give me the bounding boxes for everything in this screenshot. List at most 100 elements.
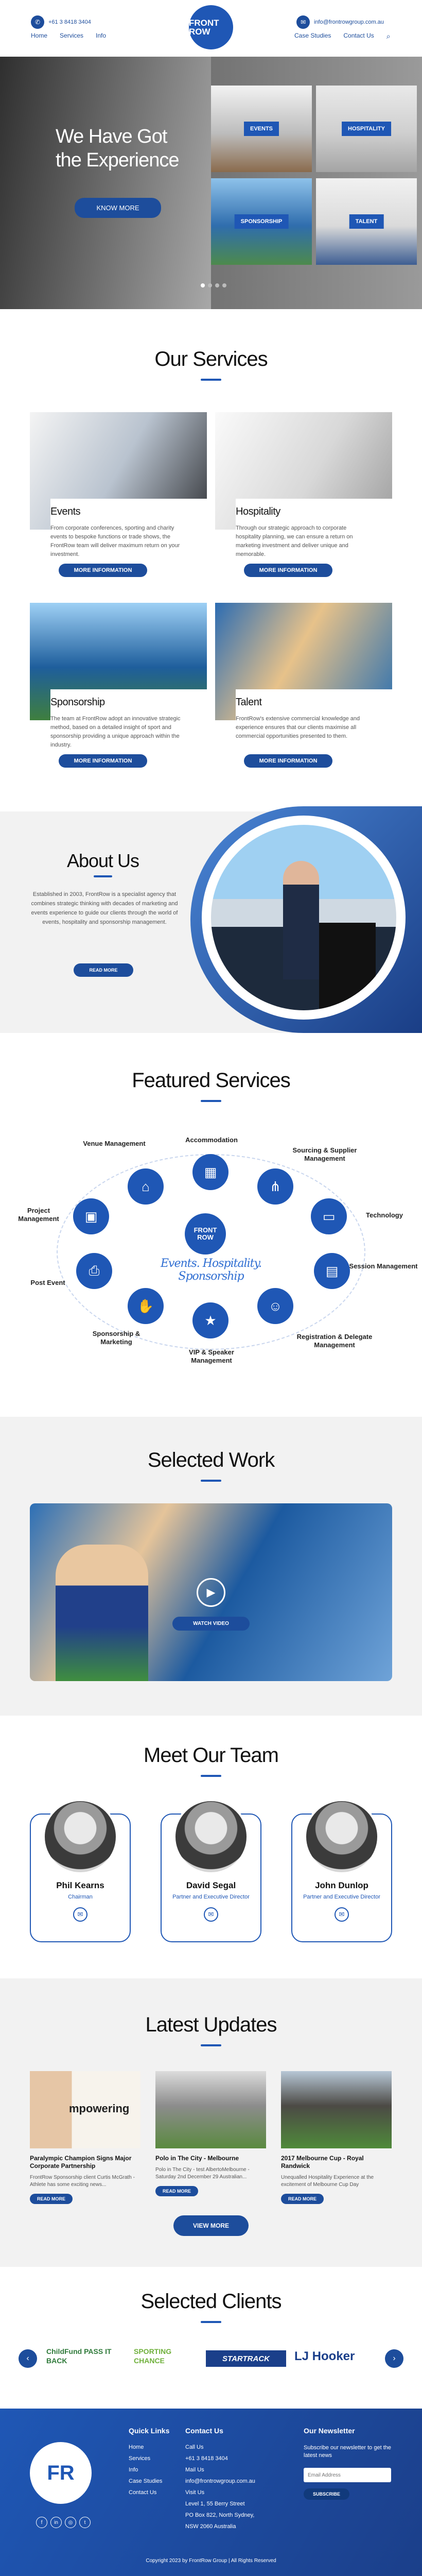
update-card[interactable]: mpowering Paralympic Champion Signs Majo… bbox=[30, 2071, 140, 2204]
nav-contact[interactable]: Contact Us bbox=[343, 32, 374, 39]
featured-tagline: Events. Hospitality. Sponsorship bbox=[160, 1257, 262, 1283]
service-content: Hospitality Through our strategic approa… bbox=[236, 499, 392, 585]
twitter-icon[interactable]: t bbox=[79, 2517, 91, 2528]
service-title: Events bbox=[50, 506, 81, 517]
client-logo: ChildFund PASS IT BACK bbox=[46, 2347, 112, 2365]
footer-quick-links: Quick Links Home Services Info Case Stud… bbox=[129, 2427, 169, 2501]
hero-title-line1: We Have Got bbox=[56, 126, 167, 147]
read-more-button[interactable]: READ MORE bbox=[281, 2194, 324, 2204]
header-phone[interactable]: +61 3 8418 3404 bbox=[48, 19, 91, 25]
service-text: Through our strategic approach to corpor… bbox=[236, 525, 353, 557]
footer-heading: Quick Links bbox=[129, 2427, 170, 2435]
team-member-name: Phil Kearns bbox=[56, 1880, 104, 1890]
footer-link-info[interactable]: Info bbox=[129, 2467, 138, 2473]
read-more-button[interactable]: READ MORE bbox=[30, 2194, 73, 2204]
clipboard-icon[interactable]: ▣ bbox=[73, 1198, 109, 1234]
hero-tile-hospitality[interactable]: HOSPITALITY bbox=[316, 86, 417, 172]
service-text: The team at FrontRow adopt an innovative… bbox=[50, 716, 181, 748]
document-icon[interactable]: ▤ bbox=[314, 1253, 350, 1289]
header-email[interactable]: info@frontrowgroup.com.au bbox=[314, 19, 384, 25]
linkedin-icon[interactable]: in bbox=[50, 2517, 62, 2528]
site-logo[interactable]: FRONT ROW bbox=[189, 5, 233, 49]
hero-tile-events[interactable]: EVENTS bbox=[211, 86, 312, 172]
phone-contact[interactable]: ✆ +61 3 8418 3404 bbox=[31, 15, 91, 29]
slider-dot[interactable] bbox=[222, 283, 226, 287]
star-icon[interactable]: ★ bbox=[192, 1302, 228, 1338]
hero-slider: We Have Got the Experience KNOW MORE EVE… bbox=[0, 57, 422, 309]
facebook-icon[interactable]: f bbox=[36, 2517, 47, 2528]
service-title: Sponsorship bbox=[50, 697, 105, 708]
know-more-button[interactable]: KNOW MORE bbox=[75, 198, 161, 218]
hero-title: We Have Got the Experience bbox=[56, 125, 179, 172]
heading-underline bbox=[201, 1480, 221, 1482]
share-icon[interactable]: ⋔ bbox=[257, 1168, 293, 1205]
search-icon[interactable]: ⌕ bbox=[386, 32, 391, 40]
mail-icon[interactable]: ✉ bbox=[204, 1907, 218, 1922]
newsletter-email-input[interactable] bbox=[304, 2468, 391, 2482]
team-member-role: Chairman bbox=[68, 1894, 93, 1900]
handshake-icon[interactable]: ✋ bbox=[128, 1288, 164, 1324]
slider-dot[interactable] bbox=[208, 283, 212, 287]
footer-link-case-studies[interactable]: Case Studies bbox=[129, 2478, 163, 2484]
instagram-icon[interactable]: ◎ bbox=[65, 2517, 76, 2528]
update-card[interactable]: 2017 Melbourne Cup - Royal Randwick Uneq… bbox=[281, 2071, 392, 2204]
home-icon[interactable]: ⌂ bbox=[128, 1168, 164, 1205]
client-logo: LJ Hooker bbox=[294, 2349, 355, 2363]
footer-phone[interactable]: +61 3 8418 3404 bbox=[185, 2455, 228, 2462]
nav-info[interactable]: Info bbox=[96, 32, 107, 39]
watch-video-button[interactable]: WATCH VIDEO bbox=[172, 1617, 250, 1631]
nav-services[interactable]: Services bbox=[60, 32, 84, 39]
footer-logo[interactable]: FR bbox=[30, 2442, 92, 2504]
update-text: Polo in The City - test AlbertoMelbourne… bbox=[155, 2167, 250, 2180]
slider-dots bbox=[201, 283, 226, 287]
team-member-role: Partner and Executive Director bbox=[303, 1894, 380, 1900]
update-image: mpowering bbox=[30, 2071, 140, 2148]
hero-tile-sponsorship[interactable]: SPONSORSHIP bbox=[211, 178, 312, 265]
clients-heading: Selected Clients bbox=[140, 2290, 282, 2313]
feature-label: VIP & Speaker Management bbox=[189, 1348, 234, 1364]
subscribe-button[interactable]: SUBSCRIBE bbox=[304, 2488, 350, 2500]
mail-icon[interactable]: ✉ bbox=[73, 1907, 87, 1922]
footer-link-contact[interactable]: Contact Us bbox=[129, 2489, 157, 2496]
site-footer: FR f in ◎ t Quick Links Home Services In… bbox=[0, 2409, 422, 2576]
social-links: f in ◎ t bbox=[36, 2517, 91, 2528]
footer-email[interactable]: info@frontrowgroup.com.au bbox=[185, 2478, 255, 2484]
chevron-right-icon[interactable]: › bbox=[385, 2349, 403, 2368]
visit-label: Visit Us bbox=[185, 2489, 205, 2496]
chevron-left-icon[interactable]: ‹ bbox=[19, 2349, 37, 2368]
nav-case-studies[interactable]: Case Studies bbox=[294, 32, 331, 39]
read-more-button[interactable]: READ MORE bbox=[155, 2186, 199, 2196]
email-contact[interactable]: ✉ info@frontrowgroup.com.au bbox=[296, 15, 384, 29]
view-more-button[interactable]: VIEW MORE bbox=[173, 2215, 249, 2236]
more-information-button[interactable]: MORE INFORMATION bbox=[244, 754, 332, 768]
work-video[interactable]: ▶ WATCH VIDEO bbox=[30, 1503, 392, 1681]
people-icon[interactable]: ☺ bbox=[257, 1288, 293, 1324]
about-section: About Us Established in 2003, FrontRow i… bbox=[0, 806, 422, 1033]
slider-dot[interactable] bbox=[215, 283, 219, 287]
about-text: Established in 2003, FrontRow is a speci… bbox=[31, 891, 178, 925]
feature-label: Accommodation bbox=[185, 1136, 238, 1144]
nav-home[interactable]: Home bbox=[31, 32, 48, 39]
more-information-button[interactable]: MORE INFORMATION bbox=[59, 754, 147, 768]
building-icon[interactable]: ▦ bbox=[192, 1154, 228, 1190]
mail-icon[interactable]: ✉ bbox=[335, 1907, 349, 1922]
read-more-button[interactable]: READ MORE bbox=[74, 963, 133, 977]
service-title: Talent bbox=[236, 697, 262, 708]
avatar bbox=[304, 1799, 379, 1874]
newsletter-text: Subscribe our newsletter to get the late… bbox=[304, 2445, 391, 2459]
hero-tile-label: TALENT bbox=[349, 214, 384, 229]
play-icon[interactable]: ▶ bbox=[197, 1578, 225, 1607]
update-text: Unequalled Hospitality Experience at the… bbox=[281, 2175, 374, 2188]
client-logo: SPORTING CHANCE bbox=[134, 2347, 172, 2365]
footer-link-home[interactable]: Home bbox=[129, 2444, 144, 2450]
update-card[interactable]: Polo in The City - Melbourne Polo in The… bbox=[155, 2071, 266, 2196]
pdf-icon[interactable]: ⎙ bbox=[76, 1253, 112, 1289]
feature-label: Post Event bbox=[30, 1279, 65, 1286]
slider-dot[interactable] bbox=[201, 283, 205, 287]
monitor-icon[interactable]: ▭ bbox=[311, 1198, 347, 1234]
podium bbox=[319, 923, 376, 1010]
more-information-button[interactable]: MORE INFORMATION bbox=[244, 564, 332, 577]
footer-link-services[interactable]: Services bbox=[129, 2455, 151, 2462]
hero-tile-talent[interactable]: TALENT bbox=[316, 178, 417, 265]
more-information-button[interactable]: MORE INFORMATION bbox=[59, 564, 147, 577]
